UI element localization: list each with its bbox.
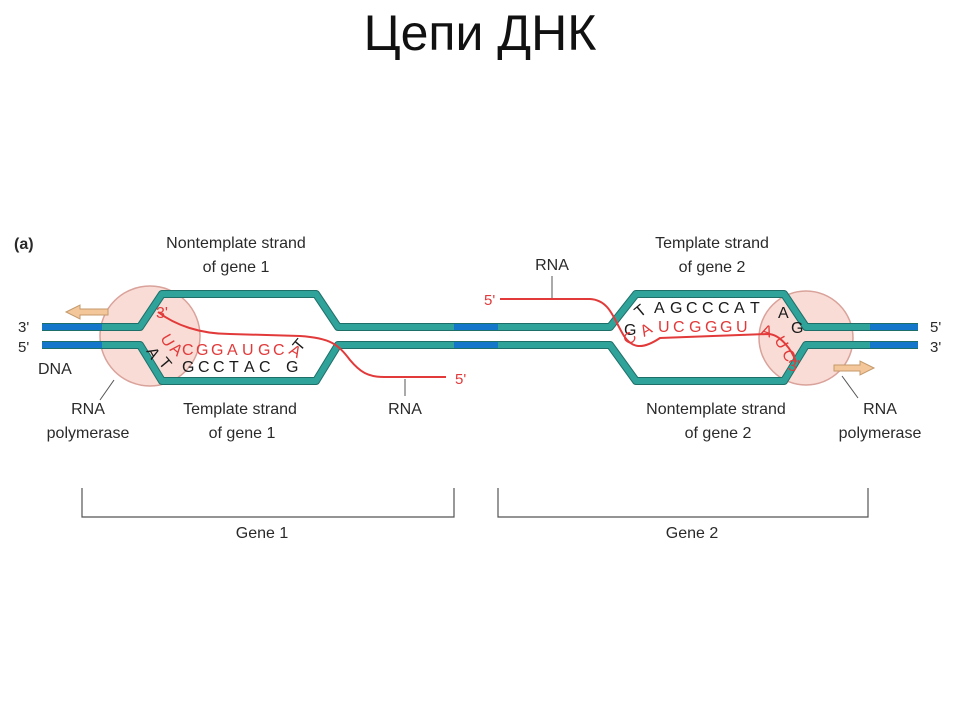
gene1-bases: 3' U A T A C G G A U G C A G C C T A C G… (143, 305, 310, 376)
rna-base: A (227, 342, 238, 359)
dna-base: T (229, 359, 239, 376)
dna-base: G (791, 320, 803, 337)
dna-base: C (213, 359, 225, 376)
rna-polymerase-left (99, 285, 201, 387)
nontemplate-gene1-label-line2: of gene 1 (203, 259, 270, 276)
rna-base: U (736, 319, 748, 336)
template-gene1-label-line1: Template strand (183, 401, 297, 418)
rna-base: A (638, 320, 656, 340)
left-3prime-label: 3' (18, 319, 29, 336)
dna-base: G (624, 322, 636, 339)
template-gene1-label-line2: of gene 1 (209, 425, 276, 442)
dna-base: A (244, 359, 255, 376)
rna-base: G (689, 319, 701, 336)
rna-base: G (258, 342, 270, 359)
gene2-label: Gene 2 (666, 525, 719, 542)
dna-base: T (632, 302, 651, 321)
rna-gene2-label: RNA (535, 257, 569, 274)
rna-strand-gene1 (157, 311, 446, 378)
panel-label: (a) (14, 236, 34, 253)
rna-polymerase-right-label-line2: polymerase (839, 425, 922, 442)
left-direction-arrow (64, 304, 109, 320)
nontemplate-gene2-label-line1: Nontemplate strand (646, 401, 786, 418)
template-gene2-label-line2: of gene 2 (679, 259, 746, 276)
template-gene2-label-line1: Template strand (655, 235, 769, 252)
right-5prime-label: 5' (930, 319, 941, 336)
dna-base: A (778, 305, 789, 322)
gene1-label: Gene 1 (236, 525, 289, 542)
rna-polymerase-left-label-line1: RNA (71, 401, 105, 418)
gene1-bracket (81, 488, 455, 518)
rna-base: G (720, 319, 732, 336)
rna-polymerase-right (758, 290, 854, 386)
dna-base: C (686, 300, 698, 317)
rna-gene1-label: RNA (388, 401, 422, 418)
rna-base: C (182, 342, 194, 359)
dna-base: A (654, 300, 665, 317)
dna-base: C (702, 300, 714, 317)
rna-gene2-5prime: 5' (484, 292, 495, 309)
dna-base: G (182, 359, 194, 376)
rna-polymerase-left-label-line2: polymerase (47, 425, 130, 442)
right-direction-arrow (833, 360, 876, 376)
right-3prime-label: 3' (930, 339, 941, 356)
rna-gene1-5prime: 5' (455, 371, 466, 388)
left-5prime-label: 5' (18, 339, 29, 356)
rna-base: C (673, 319, 685, 336)
rna-base: C (273, 342, 285, 359)
rna-3prime-g1: 3' (156, 305, 168, 322)
nontemplate-gene2-label-line2: of gene 2 (685, 425, 752, 442)
gene2-bracket (497, 488, 869, 518)
dna-base: C (198, 359, 210, 376)
dna-label: DNA (38, 361, 72, 378)
rna-strand-gene2 (500, 298, 797, 363)
rna-base: U (658, 319, 670, 336)
rna-base: G (211, 342, 223, 359)
dna-base: G (286, 359, 298, 376)
dna-base: T (750, 300, 760, 317)
rna-3prime-g2: 3' (788, 358, 800, 375)
dna-base: C (259, 359, 271, 376)
promoter-segments (42, 324, 918, 348)
rna-base: C (778, 348, 798, 365)
nontemplate-gene1-label-line1: Nontemplate strand (166, 235, 306, 252)
dna-base: G (670, 300, 682, 317)
dna-base: C (718, 300, 730, 317)
dna-base: A (734, 300, 745, 317)
slide-title: Цепи ДНК (363, 5, 597, 61)
gene2-bases: G T A G C C C A T A G C A U C G G G U A … (620, 300, 803, 375)
rna-base: G (196, 342, 208, 359)
rna-base: G (705, 319, 717, 336)
rna-polymerase-right-label-line1: RNA (863, 401, 897, 418)
rna-base: U (242, 342, 254, 359)
